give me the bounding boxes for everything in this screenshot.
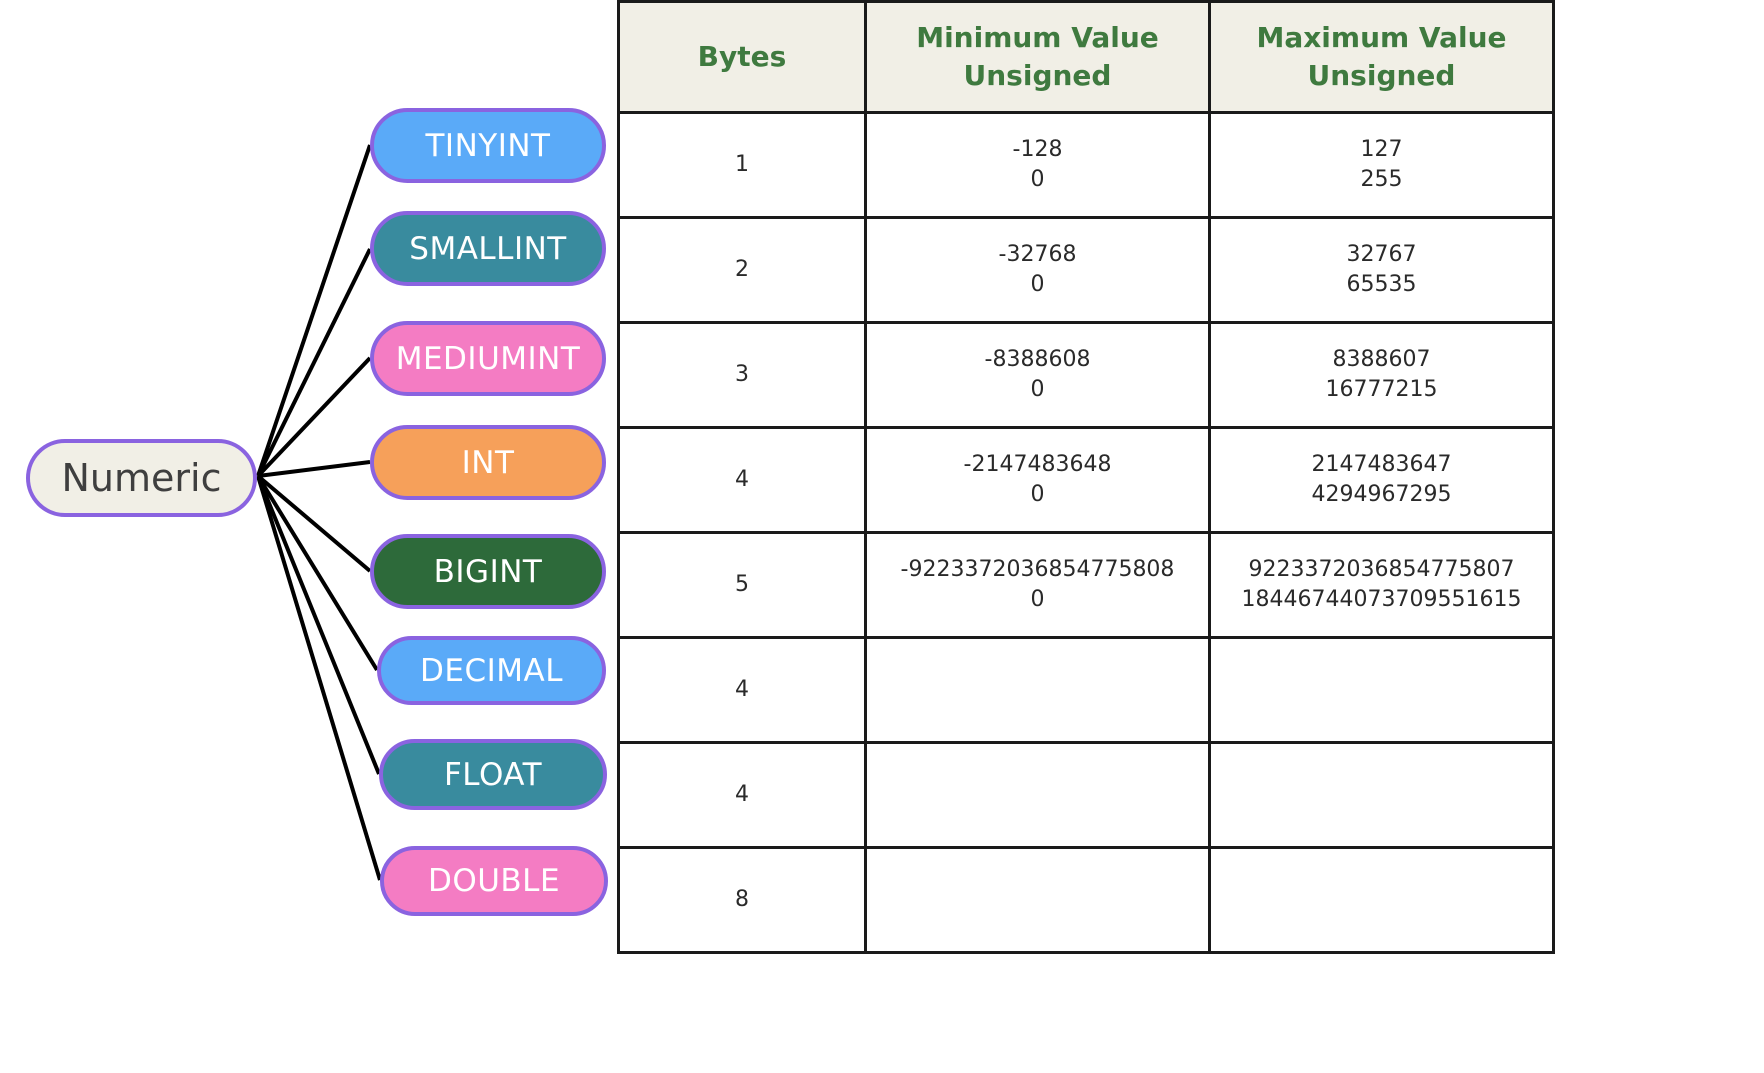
- type-pill-tinyint: TINYINT: [370, 108, 606, 183]
- max-signed-value: 9223372036854775807: [1248, 557, 1515, 582]
- min-signed-value: -128: [1012, 137, 1063, 162]
- max-value-cell: [1208, 636, 1555, 744]
- bytes-value: 4: [735, 467, 749, 492]
- type-pill-decimal: DECIMAL: [377, 636, 606, 705]
- min-signed-value: -32768: [998, 242, 1077, 267]
- connector-double: [256, 475, 382, 881]
- type-pill-int: INT: [370, 425, 606, 500]
- type-pill-double: DOUBLE: [380, 846, 608, 916]
- type-label-float: FLOAT: [443, 756, 543, 793]
- type-label-bigint: BIGINT: [433, 553, 543, 590]
- connector-bigint: [256, 474, 372, 573]
- header-min-line2: Unsigned: [963, 59, 1112, 92]
- min-value-cell: [864, 636, 1211, 744]
- connector-smallint: [256, 248, 372, 477]
- min-unsigned-value: 0: [1030, 167, 1045, 192]
- type-label-decimal: DECIMAL: [420, 652, 563, 689]
- table-row: 3 -8388608 0 8388607 16777215: [617, 321, 1555, 429]
- max-unsigned-value: 16777215: [1325, 377, 1438, 402]
- type-label-tinyint: TINYINT: [425, 127, 551, 164]
- min-signed-value: -8388608: [984, 347, 1091, 372]
- min-value-cell: -8388608 0: [864, 321, 1211, 429]
- max-unsigned-value: 4294967295: [1311, 482, 1452, 507]
- min-unsigned-value: 0: [1030, 272, 1045, 297]
- bytes-cell: 4: [617, 426, 867, 534]
- numeric-root-label: Numeric: [61, 456, 222, 500]
- bytes-value: 3: [735, 362, 749, 387]
- max-signed-value: 2147483647: [1311, 452, 1452, 477]
- bytes-cell: 5: [617, 531, 867, 639]
- bytes-cell: 1: [617, 111, 867, 219]
- bytes-cell: 3: [617, 321, 867, 429]
- table-row: 1 -128 0 127 255: [617, 111, 1555, 219]
- max-value-cell: 127 255: [1208, 111, 1555, 219]
- type-pill-float: FLOAT: [379, 739, 607, 810]
- min-unsigned-value: 0: [1030, 587, 1045, 612]
- max-signed-value: 32767: [1346, 242, 1417, 267]
- max-value-cell: 9223372036854775807 18446744073709551615: [1208, 531, 1555, 639]
- min-signed-value: -9223372036854775808: [900, 557, 1175, 582]
- max-value-cell: 8388607 16777215: [1208, 321, 1555, 429]
- header-min-line1: Minimum Value: [916, 21, 1159, 54]
- table-row: 4 -2147483648 0 2147483647 4294967295: [617, 426, 1555, 534]
- header-bytes-label: Bytes: [697, 40, 787, 73]
- max-value-cell: [1208, 846, 1555, 954]
- type-pill-mediumint: MEDIUMINT: [370, 321, 606, 396]
- type-label-double: DOUBLE: [427, 863, 561, 899]
- min-value-cell: [864, 846, 1211, 954]
- max-unsigned-value: 18446744073709551615: [1241, 587, 1522, 612]
- min-value-cell: [864, 741, 1211, 849]
- bytes-value: 4: [735, 677, 749, 702]
- table-row: 4: [617, 636, 1555, 744]
- bytes-cell: 8: [617, 846, 867, 954]
- min-unsigned-value: 0: [1030, 482, 1045, 507]
- header-max-line1: Maximum Value: [1256, 21, 1507, 54]
- connector-mediumint: [256, 356, 372, 478]
- header-minimum-value: Minimum Value Unsigned: [864, 0, 1211, 114]
- type-pill-bigint: BIGINT: [370, 534, 606, 609]
- connector-int: [257, 460, 371, 478]
- bytes-value: 8: [735, 887, 749, 912]
- min-value-cell: -9223372036854775808 0: [864, 531, 1211, 639]
- connector-float: [256, 475, 381, 775]
- table-row: 5 -9223372036854775808 0 922337203685477…: [617, 531, 1555, 639]
- max-unsigned-value: 255: [1360, 167, 1403, 192]
- max-value-cell: 2147483647 4294967295: [1208, 426, 1555, 534]
- header-bytes: Bytes: [617, 0, 867, 114]
- bytes-value: 1: [735, 152, 749, 177]
- type-label-smallint: SMALLINT: [409, 230, 567, 267]
- table-header-row: Bytes Minimum Value Unsigned Maximum Val…: [617, 0, 1555, 114]
- type-pill-smallint: SMALLINT: [370, 211, 606, 286]
- table-row: 4: [617, 741, 1555, 849]
- bytes-value: 5: [735, 572, 749, 597]
- type-label-int: INT: [461, 444, 515, 481]
- bytes-cell: 4: [617, 741, 867, 849]
- min-value-cell: -32768 0: [864, 216, 1211, 324]
- table-row: 2 -32768 0 32767 65535: [617, 216, 1555, 324]
- max-unsigned-value: 65535: [1346, 272, 1417, 297]
- header-maximum-value: Maximum Value Unsigned: [1208, 0, 1555, 114]
- max-signed-value: 127: [1360, 137, 1403, 162]
- max-value-cell: 32767 65535: [1208, 216, 1555, 324]
- bytes-value: 4: [735, 782, 749, 807]
- min-unsigned-value: 0: [1030, 377, 1045, 402]
- min-value-cell: -2147483648 0: [864, 426, 1211, 534]
- table-row: 8: [617, 846, 1555, 954]
- header-max-line2: Unsigned: [1307, 59, 1456, 92]
- bytes-cell: 2: [617, 216, 867, 324]
- max-signed-value: 8388607: [1332, 347, 1431, 372]
- max-value-cell: [1208, 741, 1555, 849]
- numeric-root-node: Numeric: [26, 439, 257, 517]
- connector-tinyint: [256, 144, 372, 477]
- min-value-cell: -128 0: [864, 111, 1211, 219]
- type-label-mediumint: MEDIUMINT: [395, 340, 581, 377]
- min-signed-value: -2147483648: [963, 452, 1112, 477]
- bytes-cell: 4: [617, 636, 867, 744]
- bytes-value: 2: [735, 257, 749, 282]
- connector-decimal: [256, 474, 379, 672]
- numeric-types-table: Bytes Minimum Value Unsigned Maximum Val…: [617, 0, 1555, 954]
